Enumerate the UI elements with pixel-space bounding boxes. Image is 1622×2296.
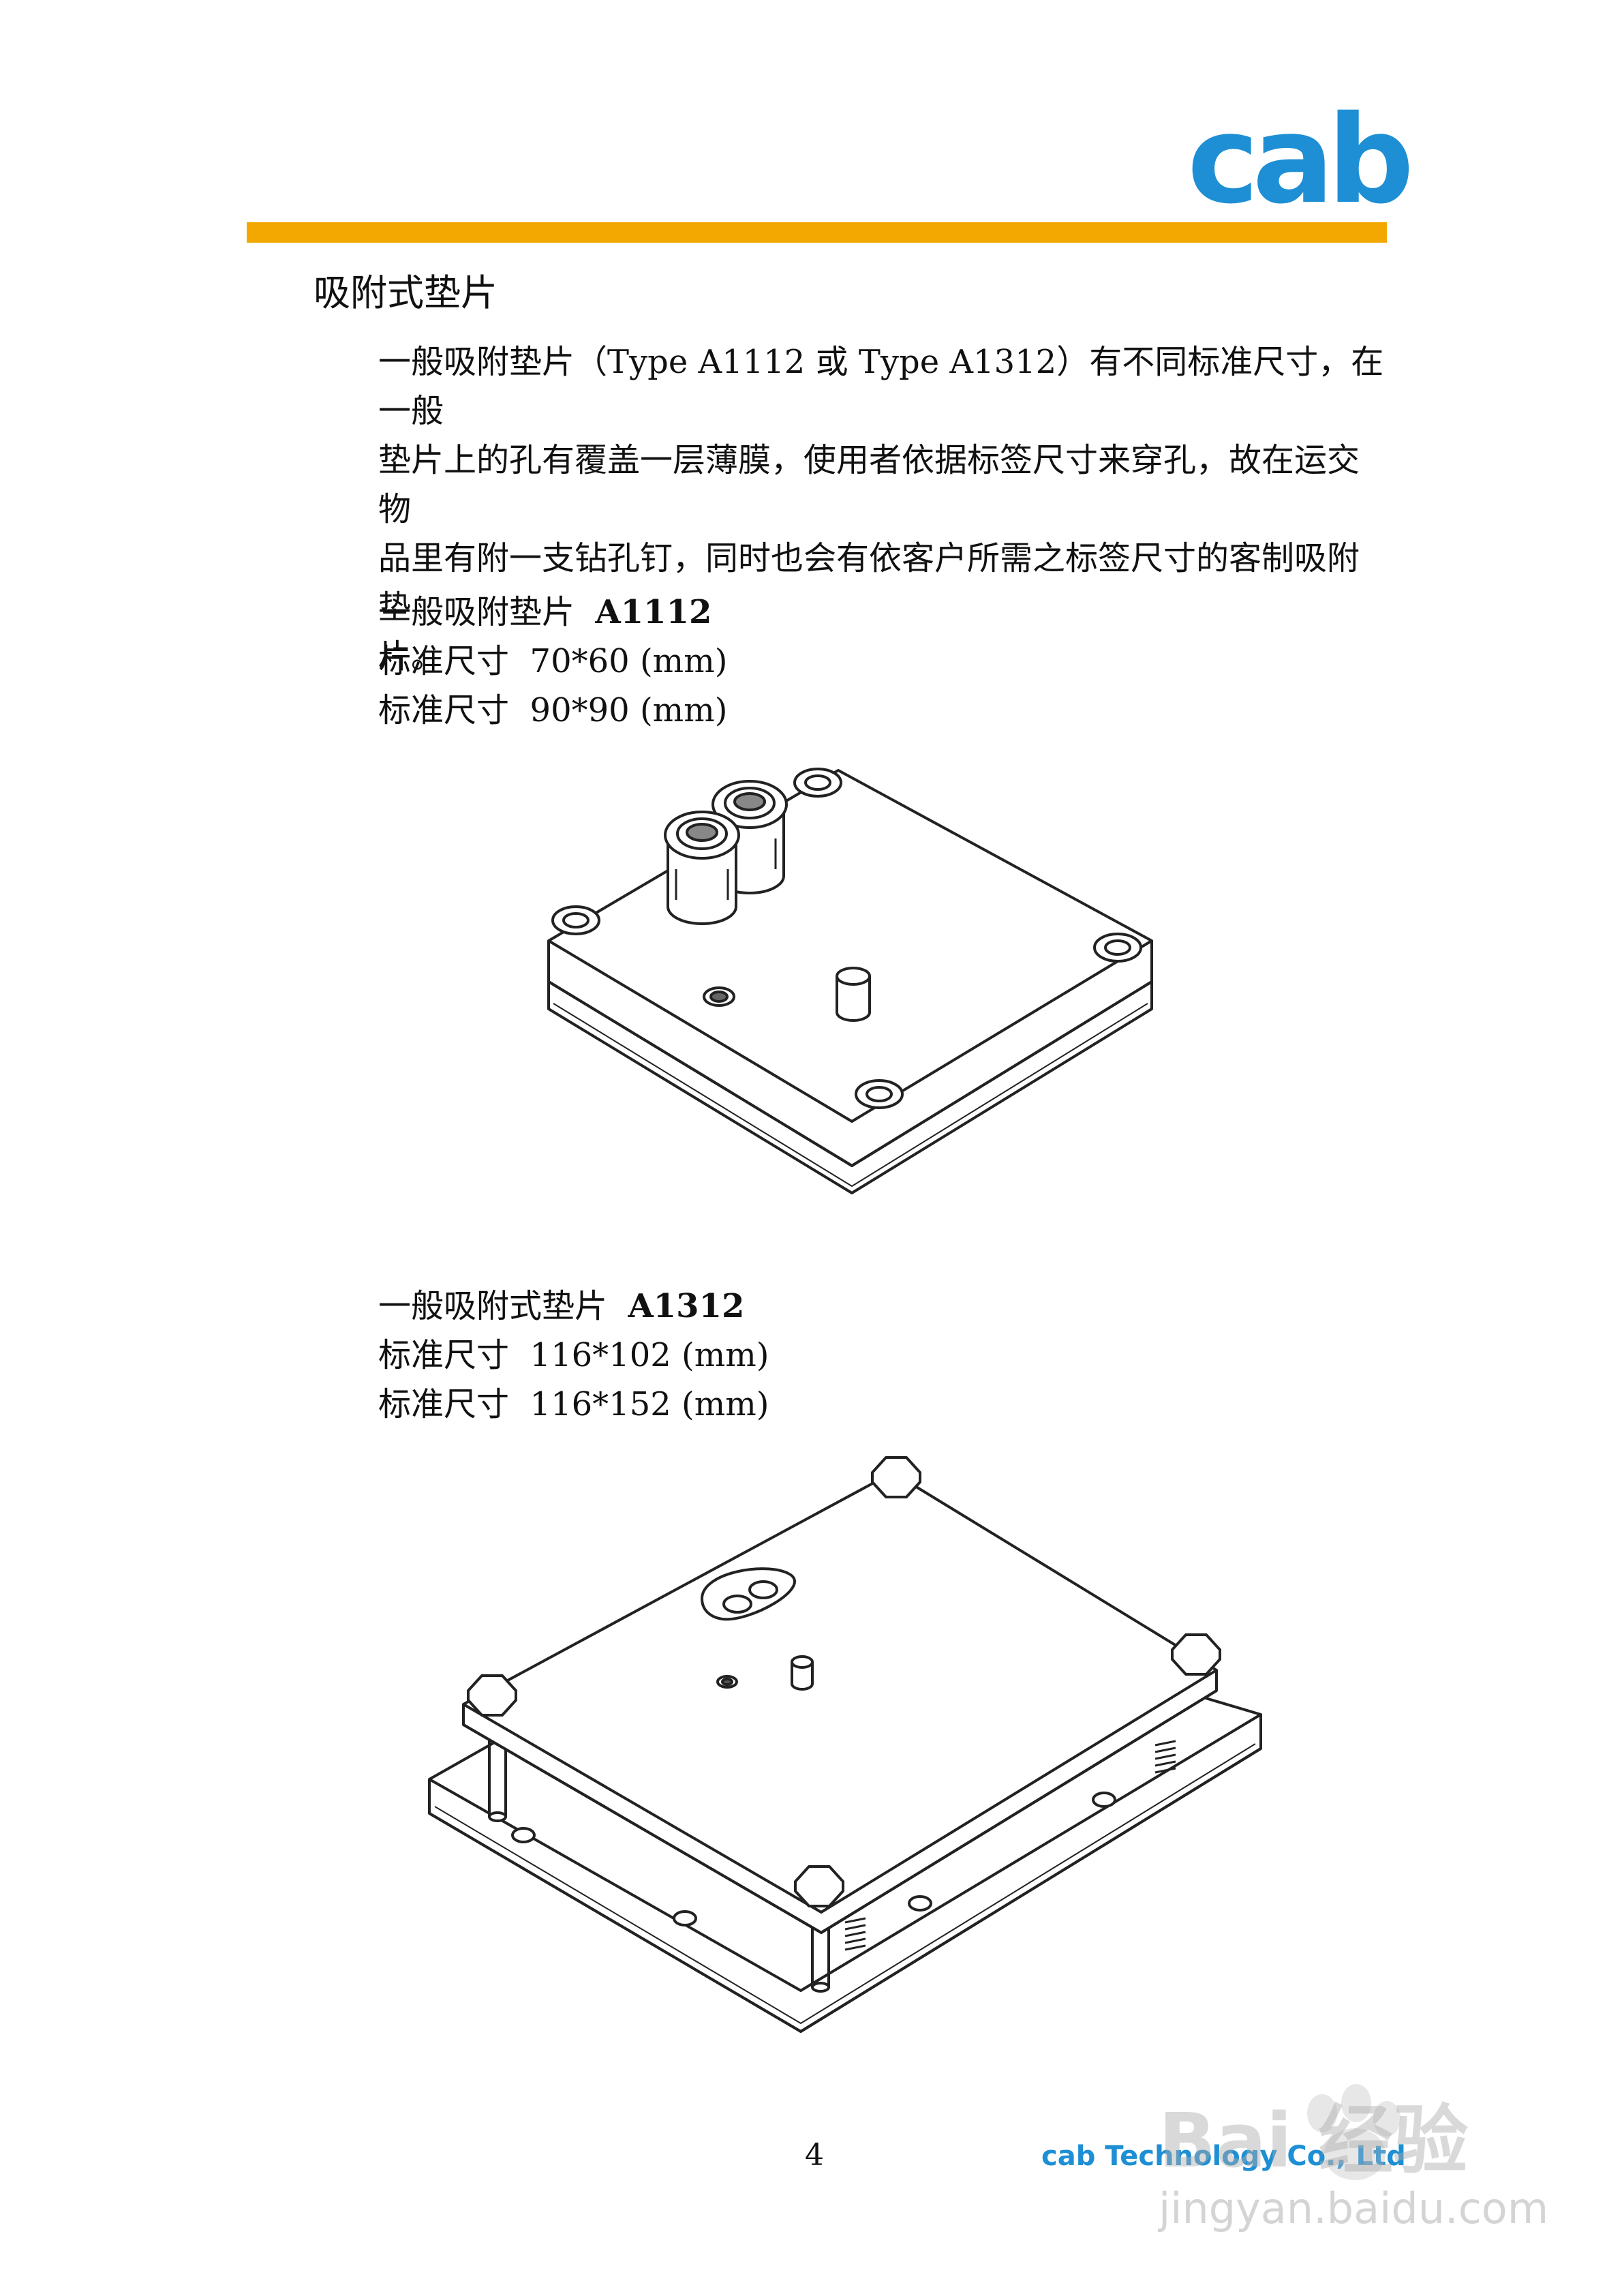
size-value: 90*90 (mm) — [530, 691, 728, 729]
header-divider-bar — [247, 222, 1387, 243]
intro-line: 垫片上的孔有覆盖一层薄膜，使用者依据标签尺寸来穿孔，故在运交物 — [378, 441, 1360, 528]
size-label: 标准尺寸 — [378, 1336, 510, 1374]
intro-line: 一般吸附垫片（Type A1112 或 Type A1312）有不同标准尺寸，在… — [378, 343, 1384, 430]
intro-line: 片。 — [378, 637, 444, 676]
cab-logo: cab — [1187, 89, 1414, 230]
size-label: 标准尺寸 — [378, 642, 510, 680]
product-heading-a1112: 一般吸附垫片 A1112 — [378, 588, 711, 637]
a1312-plate-drawing — [428, 1456, 1262, 2033]
size-label: 标准尺寸 — [378, 691, 510, 729]
section-title: 吸附式垫片 — [313, 271, 498, 314]
size-value: 116*152 (mm) — [530, 1385, 769, 1423]
size-line: 标准尺寸 70*60 (mm) — [378, 637, 727, 686]
intro-line: 品里有附一支钻孔钉，同时也会有依客户所需之标签尺寸的客制吸附垫 — [378, 539, 1360, 626]
product-heading-text: 一般吸附式垫片 — [378, 1287, 608, 1325]
size-line: 标准尺寸 116*102 (mm) — [378, 1331, 769, 1380]
a1112-plate-drawing — [547, 768, 1153, 1194]
baidu-paw-watermark-icon — [1307, 2084, 1401, 2180]
watermark-brand: Bai 经验 — [1159, 2097, 1469, 2184]
size-line: 标准尺寸 90*90 (mm) — [378, 686, 727, 735]
size-value: 116*102 (mm) — [530, 1336, 769, 1374]
product-model: A1312 — [628, 1287, 745, 1325]
product-heading-text: 一般吸附垫片 — [378, 593, 575, 631]
footer-company-name: cab Technology Co., Ltd — [1041, 2141, 1406, 2172]
product-heading-a1312: 一般吸附式垫片 A1312 — [378, 1282, 744, 1331]
intro-paragraph: 一般吸附垫片（Type A1112 或 Type A1312）有不同标准尺寸，在… — [378, 337, 1387, 681]
size-label: 标准尺寸 — [378, 1385, 510, 1423]
page-number: 4 — [805, 2138, 824, 2173]
product-model: A1112 — [595, 593, 712, 631]
size-line: 标准尺寸 116*152 (mm) — [378, 1380, 769, 1429]
size-value: 70*60 (mm) — [530, 642, 728, 680]
watermark-url: jingyan.baidu.com — [1159, 2184, 1549, 2233]
